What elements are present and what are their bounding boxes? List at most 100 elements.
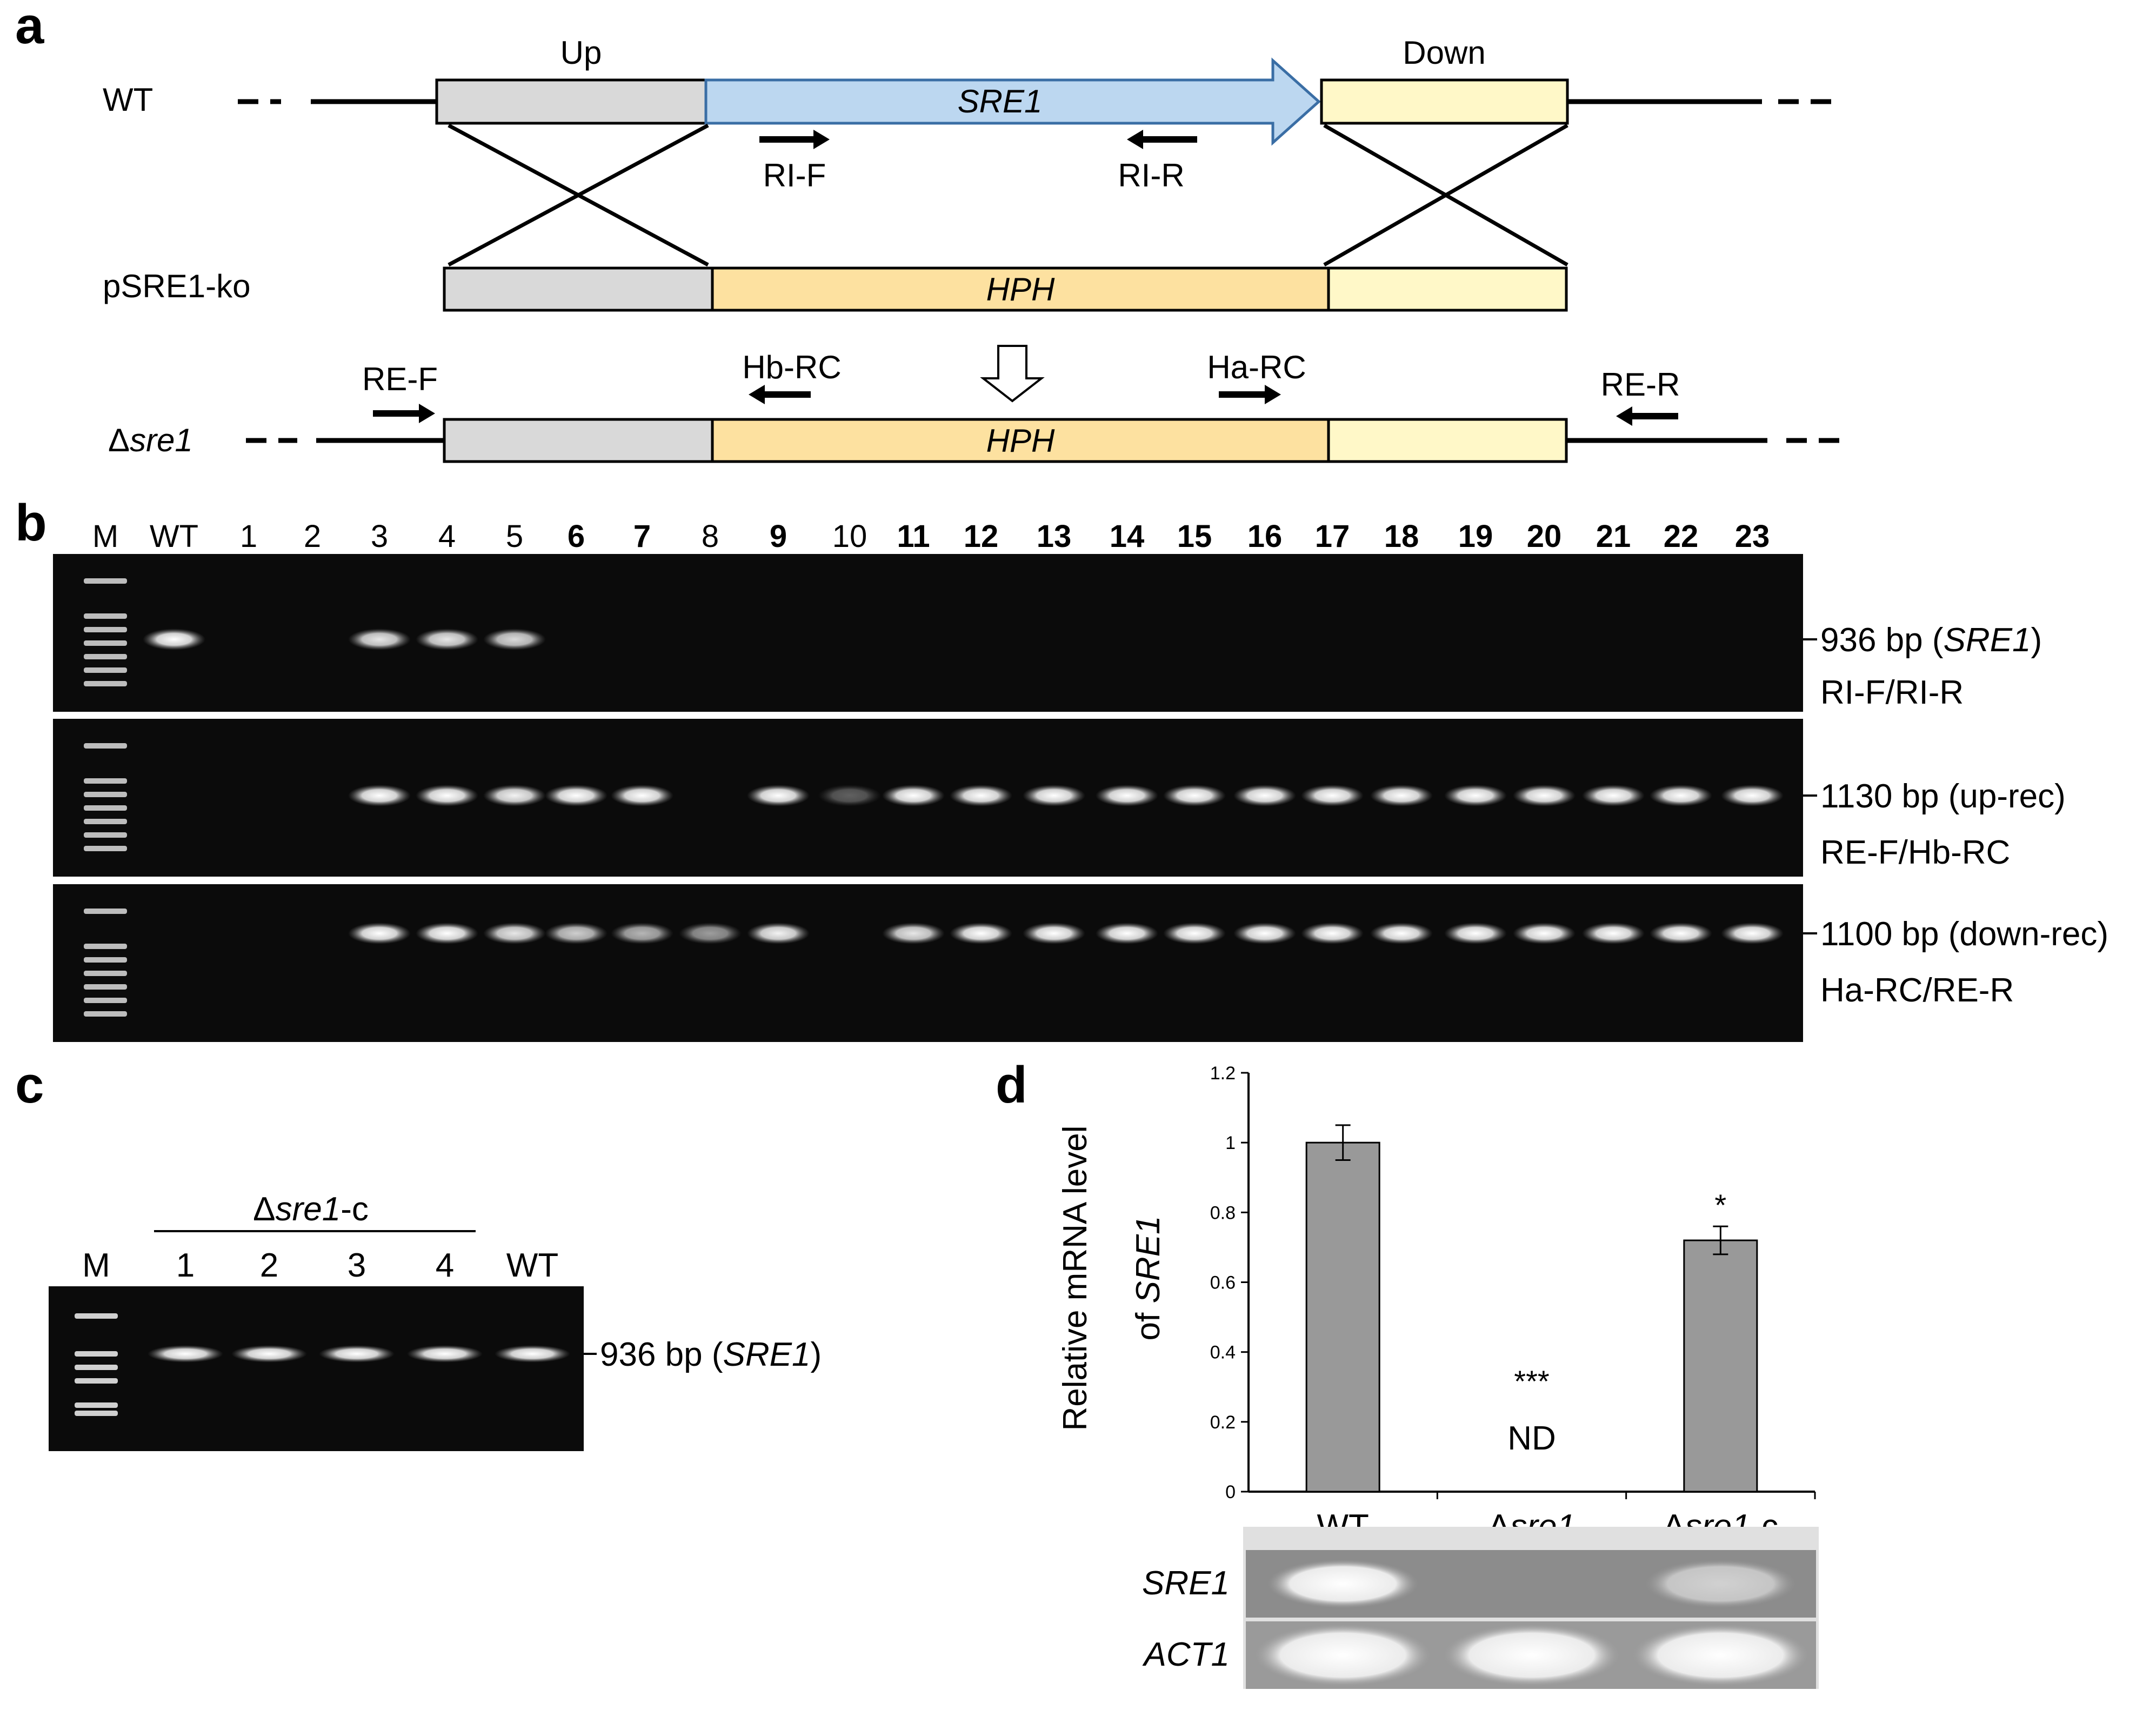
gel-2-band-lane-16 — [1233, 785, 1296, 806]
lane-label-23: 23 — [1735, 519, 1770, 554]
y-tick-label: 0.6 — [1210, 1273, 1236, 1293]
gel-3-band-lane-11 — [882, 923, 945, 944]
gel-c-size-label: 936 bp (SRE1) — [600, 1336, 822, 1373]
gel-3-background — [53, 884, 1803, 1042]
gel-2-band-lane-21 — [1582, 785, 1645, 806]
primer-hb-rc-arrow — [749, 385, 811, 404]
gel-2-band-lane-15 — [1163, 785, 1226, 806]
ko-up-flank-box — [443, 266, 714, 312]
lane-label-22: 22 — [1664, 519, 1699, 554]
gel-c-band-lane-3 — [319, 1345, 395, 1362]
gel-1-ladder-band — [84, 613, 127, 619]
gel-c-band-lane-4 — [407, 1345, 483, 1362]
ko-hph-box — [711, 266, 1330, 312]
primer-re-f-arrow — [373, 404, 435, 423]
lane-label-13: 13 — [1037, 519, 1072, 554]
lane-label-21: 21 — [1596, 519, 1631, 554]
gel-3-band-lane-22 — [1650, 923, 1712, 944]
gel-1-band-lane-WT — [143, 629, 205, 650]
gel-2-band-lane-12 — [950, 785, 1012, 806]
gel-3-band-lane-16 — [1233, 923, 1296, 944]
gel-2-size-label: 1130 bp (up-rec) — [1820, 778, 2066, 815]
gel-3-band-lane-20 — [1513, 923, 1576, 944]
lane-label-1: 1 — [240, 519, 257, 554]
gel-2-band-lane-17 — [1301, 785, 1364, 806]
ko-hph-label: HPH — [986, 271, 1055, 308]
significance-1: *** — [1514, 1364, 1549, 1398]
lane-label-5: 5 — [506, 519, 523, 554]
gel-2-ladder-band — [84, 805, 127, 811]
panel-d: d Relative mRNA level of SRE1 00.20.40.6… — [996, 1056, 1819, 1689]
gel-3-band-lane-17 — [1301, 923, 1364, 944]
gel-1-ladder-band — [84, 681, 127, 686]
gel-3-band-lane-15 — [1163, 923, 1226, 944]
up-label: Up — [560, 35, 602, 71]
lane-label-8: 8 — [702, 519, 719, 554]
gel-3-ladder-band — [84, 984, 127, 990]
gel-c-ladder-band — [75, 1365, 118, 1370]
gel-3-band-lane-8 — [679, 923, 742, 944]
primer-re-r-arrow — [1616, 406, 1678, 426]
primer-ri-r-label: RI-R — [1118, 157, 1184, 193]
rt-band-act1-0 — [1253, 1624, 1432, 1687]
wt-up-flank-box — [435, 78, 707, 125]
gel-2-band-lane-6 — [545, 785, 608, 806]
gel-1-ladder-band — [84, 578, 127, 584]
gel-3-band-lane-23 — [1721, 923, 1784, 944]
rt-band-act1-2 — [1631, 1624, 1810, 1687]
row-label-wt: WT — [103, 82, 153, 118]
gel-2-band-lane-5 — [483, 785, 546, 806]
lane-label-4: 4 — [438, 519, 456, 554]
gel-c-ladder-band — [75, 1378, 118, 1384]
gel-3-band-lane-5 — [483, 923, 546, 944]
gel-3-band-lane-19 — [1444, 923, 1507, 944]
gel-c-background — [49, 1286, 584, 1451]
gel-3-band-lane-3 — [348, 923, 411, 944]
gel-bands — [84, 578, 1784, 1017]
lane-label-7: 7 — [633, 519, 651, 554]
gel-3-band-lane-21 — [1582, 923, 1645, 944]
panel-label-c: c — [15, 1056, 44, 1114]
lane-label-2: 2 — [304, 519, 321, 554]
lane-label-3: 3 — [371, 519, 388, 554]
crossover-lines — [448, 123, 1568, 267]
gel-3-ladder-band — [84, 957, 127, 963]
y-tick-label: 1 — [1225, 1133, 1236, 1153]
gel-2-ladder-band — [84, 792, 127, 797]
gel-c-lane-label-2: 2 — [260, 1247, 278, 1284]
lane-label-wt: WT — [150, 519, 198, 554]
y-axis-label-line1: Relative mRNA level — [1057, 1125, 1094, 1431]
gel-2-ladder-band — [84, 832, 127, 838]
gel-1-band-lane-3 — [348, 629, 411, 650]
panel-label-a: a — [15, 0, 44, 55]
del-hph-label: HPH — [986, 423, 1055, 459]
gel-1-ladder-band — [84, 627, 127, 632]
y-tick-label: 0.2 — [1210, 1412, 1236, 1433]
gel-2-band-lane-4 — [416, 785, 478, 806]
gel-c-bands — [75, 1313, 570, 1416]
gel-3-ladder-band — [84, 909, 127, 914]
gel-2-band-lane-23 — [1721, 785, 1784, 806]
rt-band-sre1-0 — [1267, 1559, 1419, 1608]
gel-3-primer-label: Ha-RC/RE-R — [1820, 972, 2014, 1009]
rt-row-label-sre1: SRE1 — [1142, 1565, 1230, 1602]
panel-label-b: b — [15, 494, 47, 552]
lane-label-14: 14 — [1110, 519, 1145, 554]
gel-1-ladder-band — [84, 654, 127, 659]
primer-re-r-label: RE-R — [1601, 366, 1680, 403]
gel-2-ladder-band — [84, 819, 127, 824]
gel-c-lane-label-1: 1 — [176, 1247, 195, 1284]
gel-2-band-lane-14 — [1096, 785, 1158, 806]
gel-3-ladder-band — [84, 998, 127, 1003]
gel-2-ladder-band — [84, 778, 127, 784]
bar-0 — [1305, 1141, 1380, 1493]
lane-label-11: 11 — [897, 519, 930, 554]
y-tick-label: 0.8 — [1210, 1203, 1236, 1223]
row-label-ko: pSRE1-ko — [103, 268, 250, 304]
gel-3-ladder-band — [84, 1011, 127, 1017]
gel-2-band-lane-11 — [882, 785, 945, 806]
